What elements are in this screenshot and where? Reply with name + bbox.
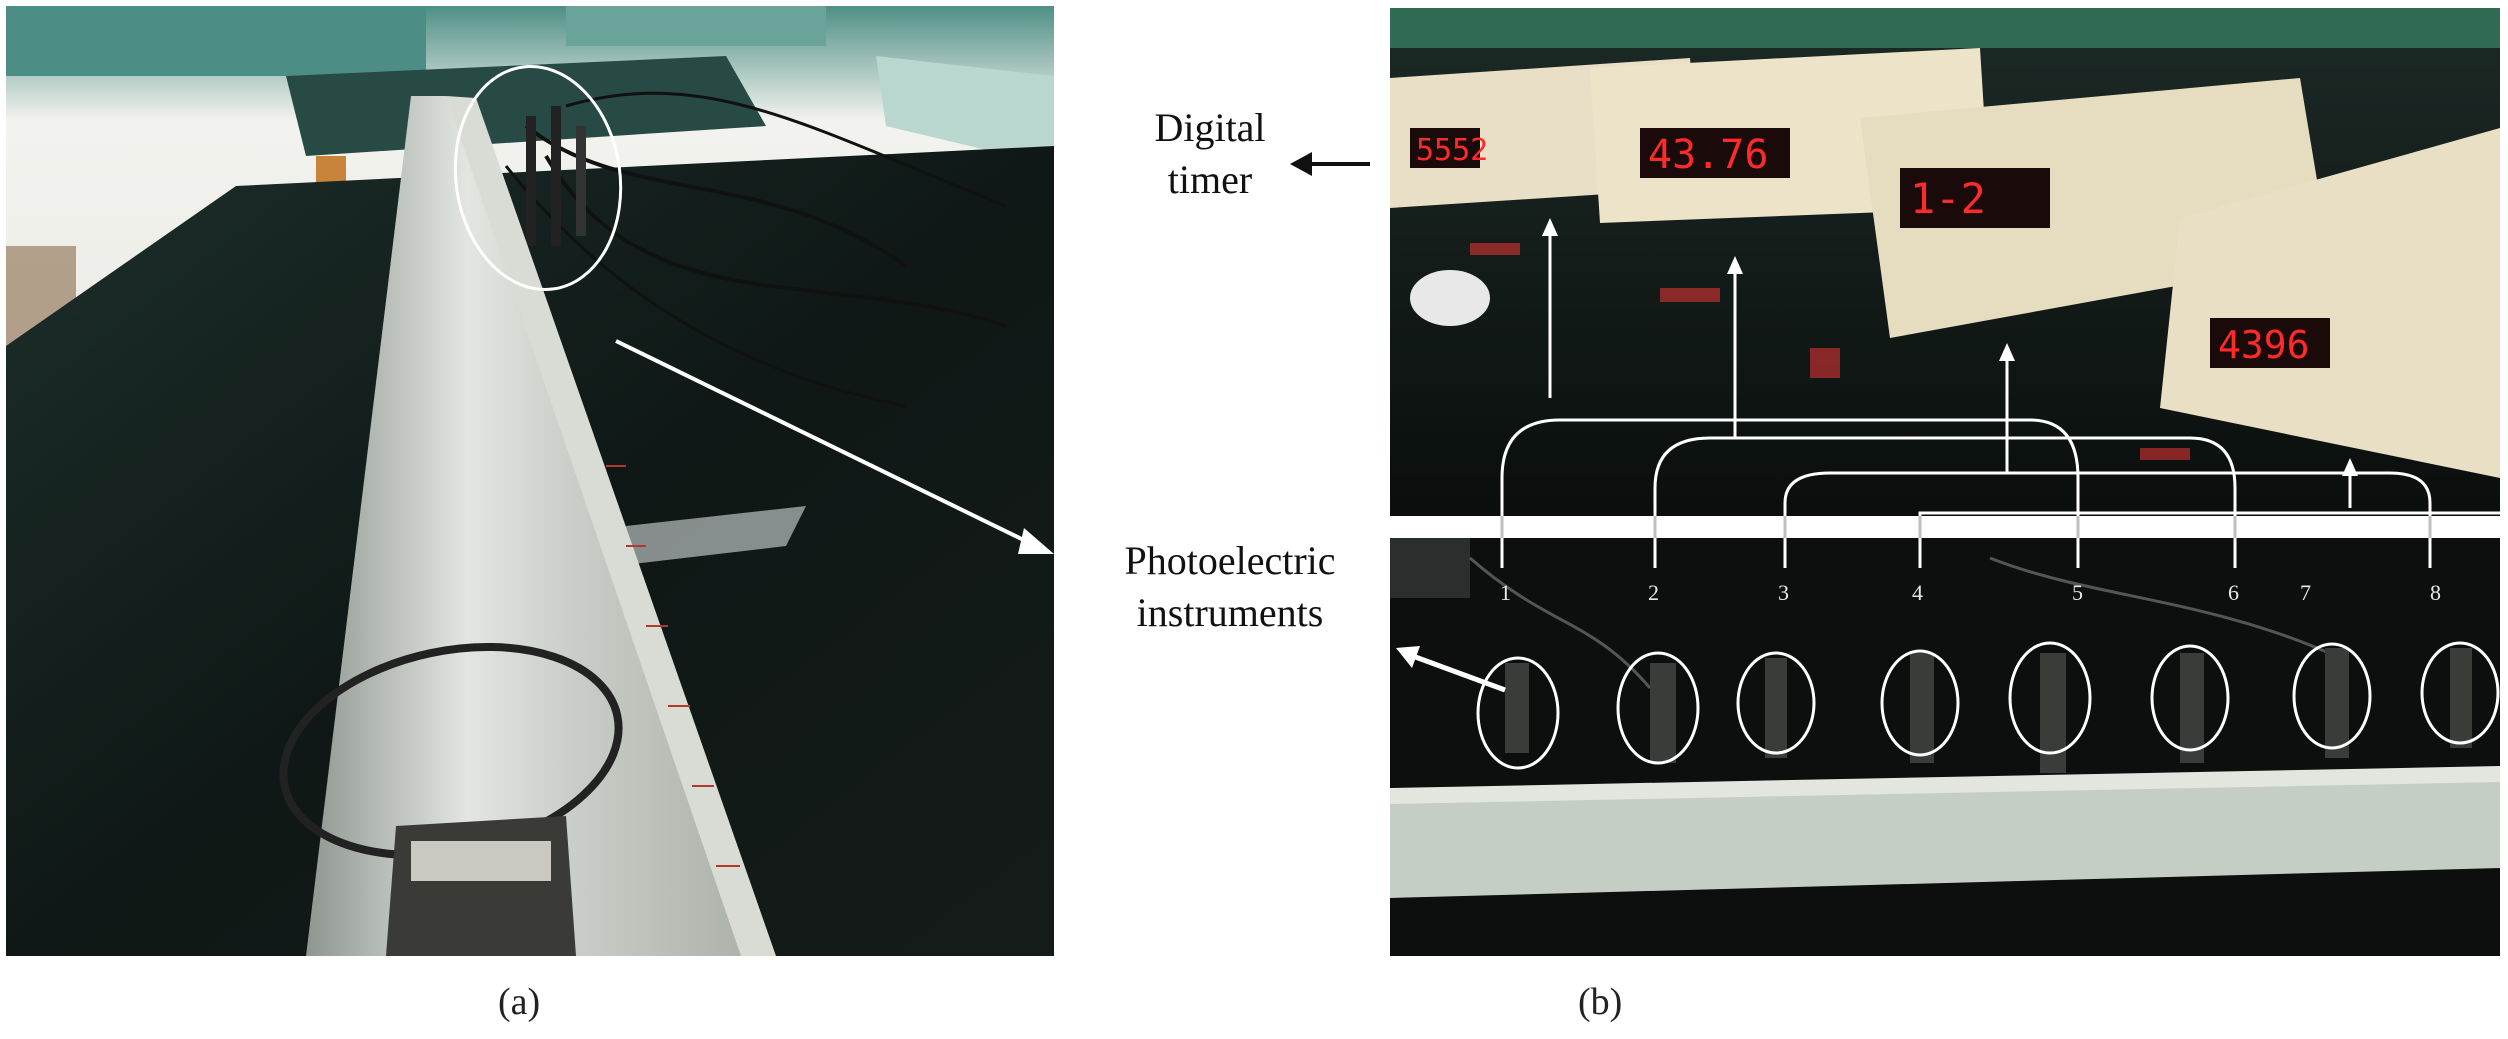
sensor-highlight-ellipse	[453, 65, 623, 291]
digital-timers-photo: 5552 43.76 1-2 4396	[1390, 8, 2500, 516]
digital-timer-label: Digital timer	[1154, 105, 1266, 202]
gate-number-8: 8	[2430, 580, 2441, 605]
timer-display-4: 4396	[2218, 323, 2310, 367]
gate-ellipse-5	[2008, 641, 2092, 755]
gate-number-4: 4	[1912, 580, 1923, 605]
photoelectric-label: Photoelectric instruments	[1124, 538, 1336, 635]
photo-panel-b-timers: 5552 43.76 1-2 4396	[1390, 8, 2500, 516]
timer-display-3: 1-2	[1910, 174, 1986, 223]
gate-ellipse-1	[1476, 656, 1560, 770]
gate-number-6: 6	[2228, 580, 2239, 605]
link-arrow	[615, 339, 1037, 548]
gate-ellipse-2	[1616, 651, 1700, 765]
photogates-photo: 1 2 3 4 5 6 7 8	[1390, 538, 2500, 956]
gate-number-1: 1	[1500, 580, 1511, 605]
gate-ellipse-7	[2292, 642, 2372, 750]
gate-ellipse-8	[2420, 641, 2500, 745]
air-track-photo	[6, 6, 1054, 956]
photo-panel-b-gates: 1 2 3 4 5 6 7 8	[1390, 538, 2500, 956]
timer-display-1: 5552	[1416, 133, 1488, 168]
photo-panel-a	[6, 6, 1054, 956]
timer-display-2: 43.76	[1648, 132, 1768, 178]
gate-number-3: 3	[1778, 580, 1789, 605]
caption-b: (b)	[1578, 981, 1623, 1023]
gate-ellipse-4	[1880, 649, 1960, 757]
caption-a: (a)	[498, 981, 541, 1023]
gate-number-2: 2	[1648, 580, 1659, 605]
gate-ellipse-6	[2150, 644, 2230, 752]
gate-number-5: 5	[2072, 580, 2083, 605]
gate-number-7: 7	[2300, 580, 2311, 605]
gate-ellipse-3	[1736, 651, 1816, 755]
